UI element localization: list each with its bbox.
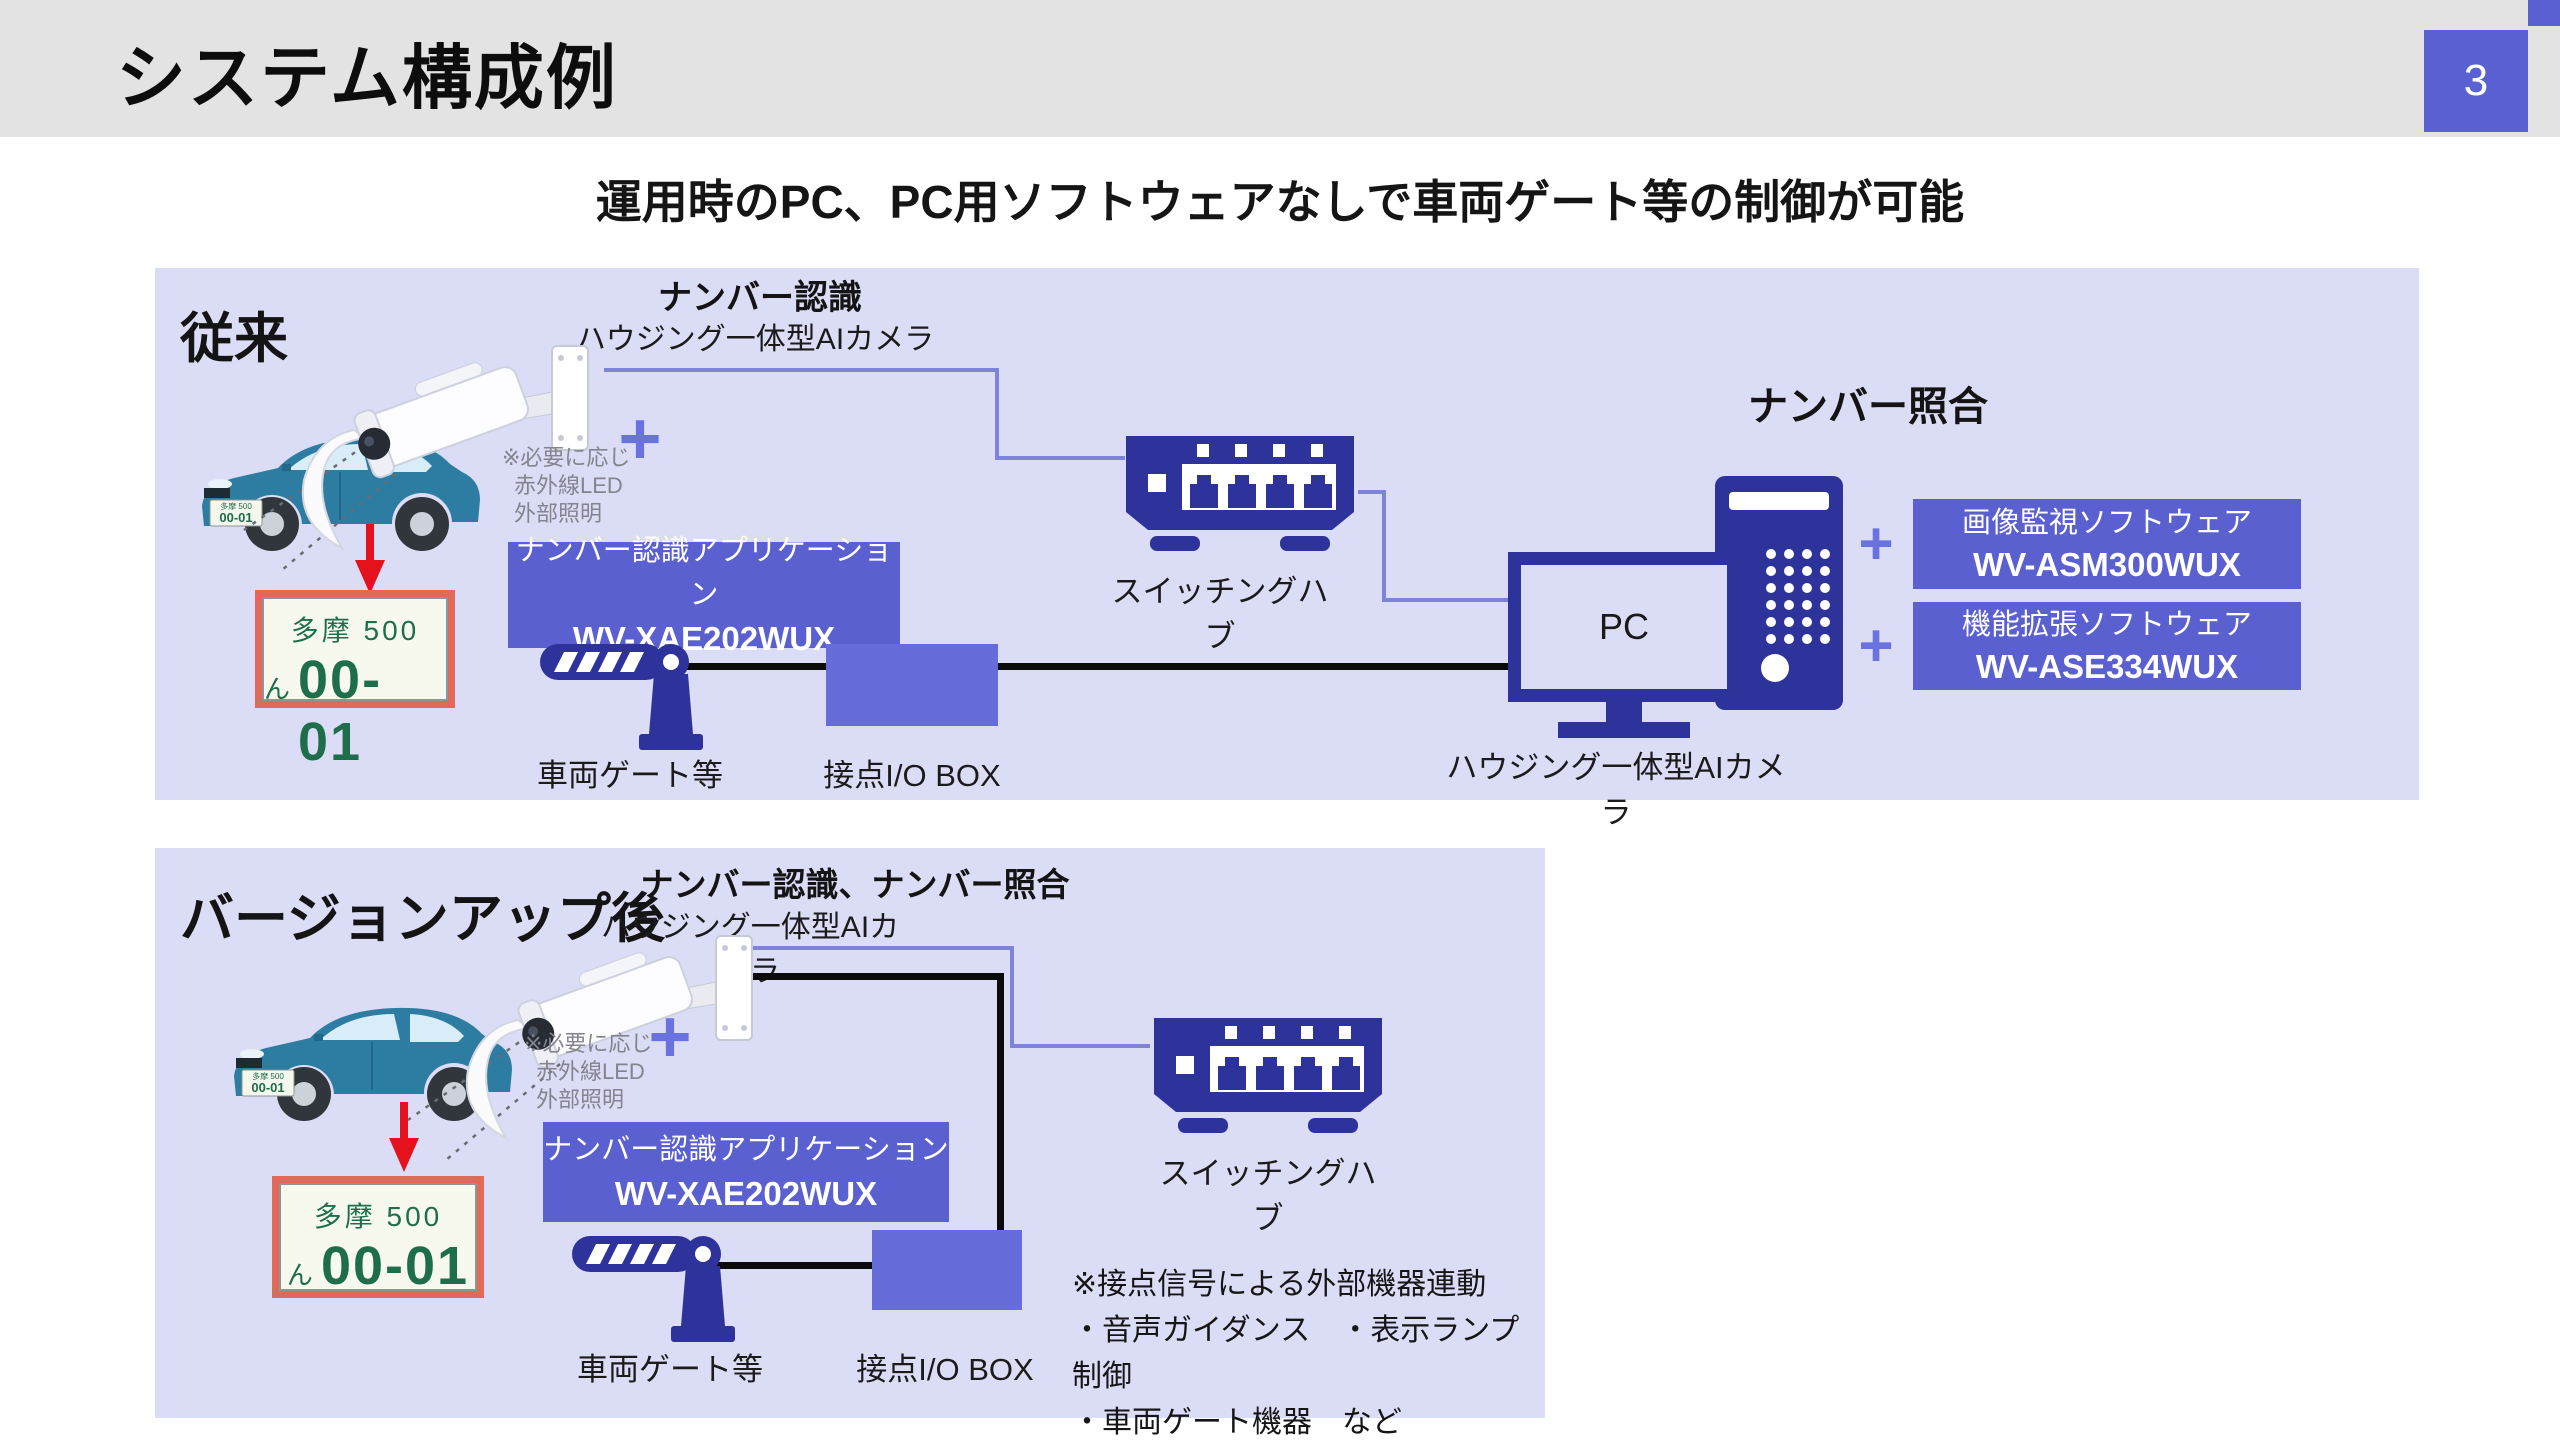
camera-to-hub-line-h1 bbox=[604, 368, 999, 372]
plus-icon-sw2: + bbox=[1858, 612, 1894, 679]
page-number: 3 bbox=[2463, 56, 2489, 105]
number-recognition-app-box: ナンバー認識アプリケーション WV-XAE202WUX bbox=[508, 535, 900, 657]
pc-camera-label: ハウジング一体型AIカメラ bbox=[1446, 750, 1786, 830]
after-io-label: 接点I/O BOX bbox=[856, 1352, 1034, 1387]
camera-to-hub-line-h2 bbox=[995, 456, 1125, 460]
hub-to-pc-line-h2 bbox=[1382, 598, 1510, 602]
ai-camera-icon bbox=[243, 345, 589, 571]
after-gate-to-io-line bbox=[685, 1262, 874, 1269]
before-gate-label: 車両ゲート等 bbox=[537, 758, 723, 793]
page-title: システム構成例 bbox=[116, 39, 618, 117]
plus-icon: + bbox=[618, 397, 662, 480]
subtitle: 運用時のPC、PC用ソフトウェアなしで車両ゲート等の制御が可能 bbox=[595, 176, 1965, 228]
pc-monitor: PC bbox=[1508, 552, 1740, 702]
monitor-stand-post bbox=[1606, 700, 1642, 724]
after-camera-to-io-v bbox=[997, 973, 1004, 1233]
matching-label: ナンバー照合 bbox=[1748, 385, 1988, 429]
before-function-label: ナンバー認識 bbox=[658, 279, 862, 317]
hub-to-pc-line-v bbox=[1382, 490, 1386, 602]
pc-label: PC bbox=[1598, 606, 1649, 647]
before-camera-type-label: ハウジング一体型AIカメラ bbox=[575, 323, 935, 356]
plus-icon-sw1: + bbox=[1858, 510, 1894, 577]
switching-hub-icon bbox=[1126, 436, 1354, 551]
after-hub-label: スイッチングハブ bbox=[1159, 1156, 1377, 1236]
after-gate-label: 車両ゲート等 bbox=[577, 1352, 763, 1387]
car-plate-region: 多摩 500 bbox=[252, 1071, 284, 1081]
external-device-note: ※接点信号による外部機器連動 ・音声ガイダンス ・表示ランプ制御 ・車両ゲート機… bbox=[1072, 1268, 1520, 1439]
switching-hub-icon bbox=[1154, 1018, 1382, 1133]
gate-icon bbox=[572, 1236, 735, 1342]
before-camera-note: ※必要に応じ 赤外線LED 外部照明 bbox=[502, 445, 631, 526]
down-arrow-icon bbox=[355, 524, 385, 594]
monitor-stand-base bbox=[1558, 722, 1690, 738]
ai-camera-icon bbox=[407, 935, 753, 1161]
before-section-label: 従来 bbox=[180, 309, 288, 369]
before-io-label: 接点I/O BOX bbox=[823, 758, 1001, 793]
page-number-badge: 3 bbox=[2424, 30, 2528, 132]
plate-number: 00-01 bbox=[320, 1236, 470, 1296]
io-box bbox=[872, 1230, 1022, 1310]
plus-icon: + bbox=[648, 995, 692, 1078]
gate-icon bbox=[540, 644, 703, 750]
after-function-label: ナンバー認識、ナンバー照合 bbox=[640, 866, 1070, 903]
after-section-label: バージョンアップ後 bbox=[180, 889, 665, 949]
car-icon: 多摩 500 00-01 bbox=[234, 1007, 512, 1121]
camera-to-hub-line-v bbox=[995, 368, 999, 460]
before-hub-label: スイッチングハブ bbox=[1111, 574, 1329, 654]
header-bar bbox=[0, 0, 2560, 137]
after-camera-to-hub-v bbox=[1010, 946, 1014, 1048]
car-plate-number: 00-01 bbox=[251, 1080, 284, 1095]
extension-software-box: 機能拡張ソフトウェア WV-ASE334WUX bbox=[1913, 602, 2301, 690]
plate-kana: ん bbox=[286, 1260, 313, 1290]
license-plate: 多摩 500 ん 00-01 bbox=[272, 1176, 484, 1298]
hub-to-pc-line-h1 bbox=[1358, 490, 1386, 494]
gate-to-pc-line bbox=[652, 663, 1510, 670]
plate-number: 00-01 bbox=[298, 650, 383, 772]
number-recognition-app-box: ナンバー認識アプリケーション WV-XAE202WUX bbox=[543, 1122, 949, 1222]
license-plate: 多摩 500 ん 00-01 bbox=[255, 590, 455, 772]
plate-region: 多摩 500 bbox=[313, 1201, 443, 1232]
car-plate-region: 多摩 500 bbox=[220, 501, 252, 511]
after-camera-to-hub-h2 bbox=[1010, 1044, 1150, 1048]
io-box bbox=[826, 644, 998, 726]
plate-kana: ん bbox=[264, 674, 291, 704]
car-plate-number: 00-01 bbox=[219, 510, 252, 525]
video-monitoring-software-box: 画像監視ソフトウェア WV-ASM300WUX bbox=[1913, 499, 2301, 589]
down-arrow-icon bbox=[389, 1102, 419, 1172]
corner-accent bbox=[2528, 0, 2560, 26]
after-camera-to-hub-h1 bbox=[752, 946, 1014, 950]
plate-region: 多摩 500 bbox=[290, 615, 420, 646]
pc-tower-icon bbox=[1715, 476, 1843, 710]
after-camera-note: ※必要に応じ 赤外線LED 外部照明 bbox=[524, 1031, 653, 1112]
after-camera-to-io-h bbox=[752, 973, 1004, 980]
